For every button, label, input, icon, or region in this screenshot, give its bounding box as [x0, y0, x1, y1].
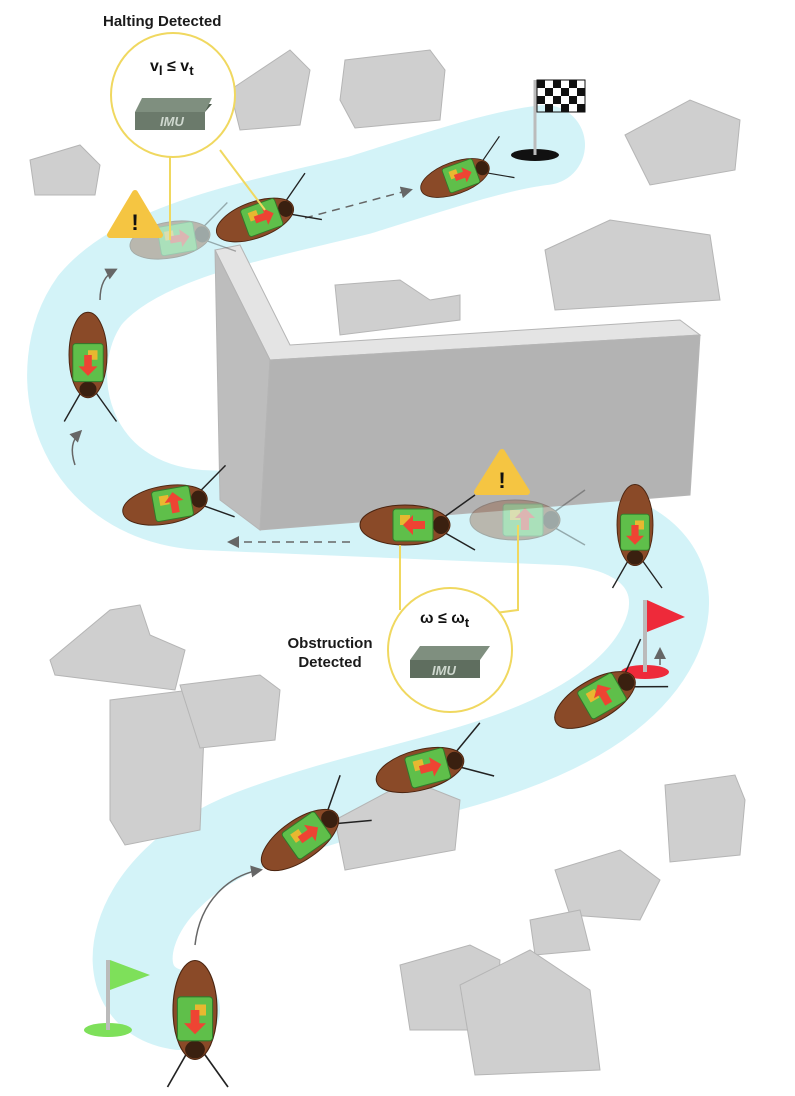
navigation-path [27, 105, 709, 1050]
start-flag-icon [84, 960, 150, 1037]
rock [334, 279, 461, 336]
rock [29, 144, 101, 196]
direction-arrow-icon [78, 355, 98, 376]
rock [339, 49, 446, 129]
checkered-flag-icon [511, 79, 586, 161]
direction-arrow-icon [169, 229, 190, 247]
halting-callout: IMU [110, 32, 266, 240]
rock [624, 99, 741, 186]
rock [529, 909, 591, 956]
cyborg-cockroach [554, 638, 669, 729]
cyborg-cockroach [215, 172, 323, 243]
cyborg-cockroach [63, 311, 118, 422]
condition-op: ≤ v [162, 58, 190, 75]
rock [49, 604, 186, 691]
warning-icon: ! [107, 190, 163, 238]
imu-label: IMU [160, 114, 184, 129]
direction-arrow-icon [183, 1010, 207, 1035]
direction-arrow-icon [515, 508, 535, 530]
halting-detected-title: Halting Detected [103, 13, 222, 30]
cyborg-cockroach [260, 775, 372, 872]
imu-chip-icon: IMU [135, 98, 212, 130]
condition-var: v [150, 58, 159, 75]
rock [229, 49, 311, 131]
cyborg-cockroach [359, 494, 476, 551]
rock [664, 774, 746, 863]
rocks [29, 49, 746, 1076]
cyborg-cockroach [166, 959, 229, 1088]
cyborg-cockroach [375, 722, 495, 794]
direction-arrow-icon [297, 824, 319, 844]
cyborg-cockroach [122, 464, 235, 526]
electronic-backpack [502, 503, 544, 537]
title-line: Obstruction [287, 635, 373, 652]
cyborg-cockroach [420, 135, 515, 198]
imu-label: IMU [432, 663, 456, 678]
direction-arrow-icon [403, 515, 425, 535]
imu-chip-icon: IMU [410, 646, 490, 678]
rock [544, 219, 721, 311]
direction-arrow-icon [418, 757, 442, 777]
rock [179, 674, 281, 749]
rock [459, 949, 601, 1076]
title-line: Detected [298, 654, 362, 671]
svg-text:!: ! [498, 468, 505, 493]
rock [554, 849, 661, 921]
svg-text:!: ! [131, 210, 138, 235]
direction-arrow-icon [453, 167, 472, 183]
obstruction-callout: IMU [387, 525, 519, 713]
cyborg-cockroach [611, 484, 663, 589]
condition-sub: t [189, 63, 194, 79]
motion-arrows [69, 186, 666, 946]
condition-sub: t [464, 615, 470, 631]
obstruction-condition: ω ≤ ωt [420, 610, 469, 630]
wall-front [259, 334, 701, 531]
condition-var: ω ≤ ω [420, 610, 465, 627]
direction-arrow-icon [164, 492, 184, 514]
direction-arrow-icon [594, 684, 613, 706]
warning-icon: ! [474, 449, 530, 495]
electronic-backpack [156, 221, 198, 257]
direction-arrow-icon [253, 207, 274, 225]
ghost-cockroach [469, 489, 586, 546]
halting-condition: vl ≤ vt [150, 58, 194, 78]
direction-arrow-icon [625, 525, 645, 545]
condition-sub: l [158, 63, 163, 79]
